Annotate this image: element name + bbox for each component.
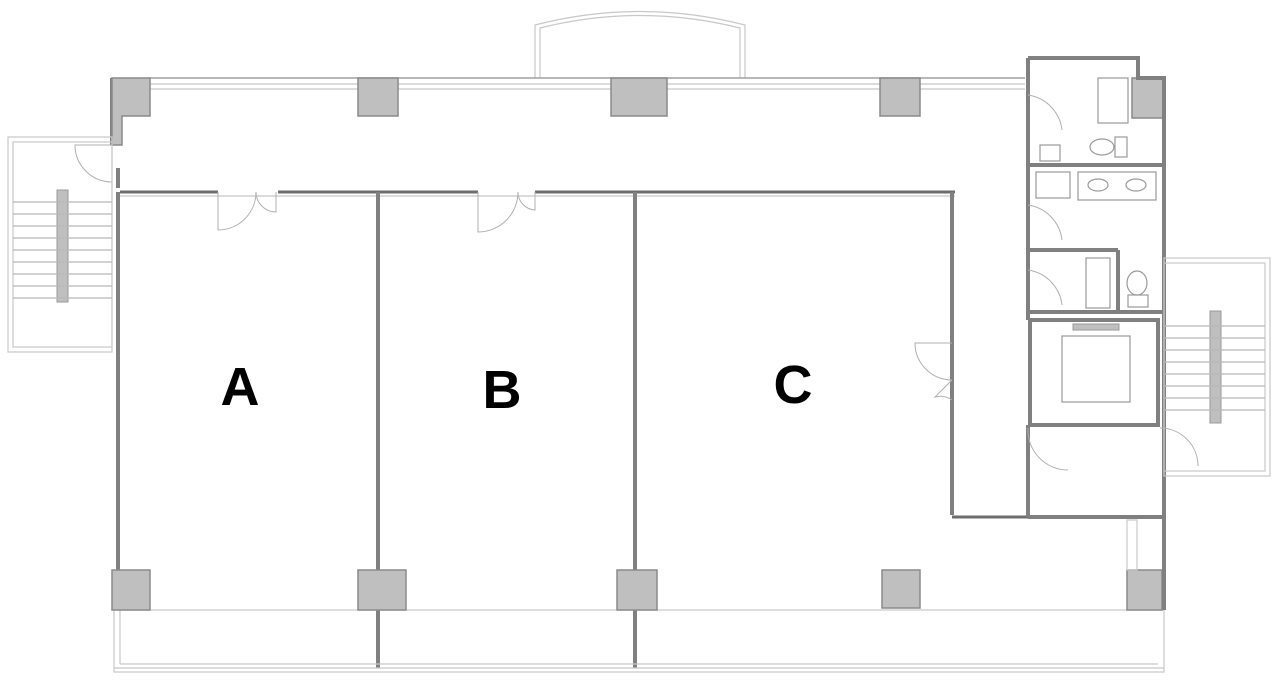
south-wall [113, 609, 1165, 673]
room-label-a: A [220, 357, 260, 417]
corridor-wall [120, 190, 955, 197]
room-label-b: B [482, 360, 522, 420]
north-wall [150, 77, 1025, 90]
service-core [1026, 56, 1199, 610]
east-stair [1163, 257, 1271, 477]
partitions [116, 192, 1028, 668]
west-stair [7, 136, 113, 353]
room-label-c: C [773, 355, 813, 415]
doors [74, 144, 953, 401]
columns [111, 77, 1165, 611]
bay-window [534, 10, 746, 78]
